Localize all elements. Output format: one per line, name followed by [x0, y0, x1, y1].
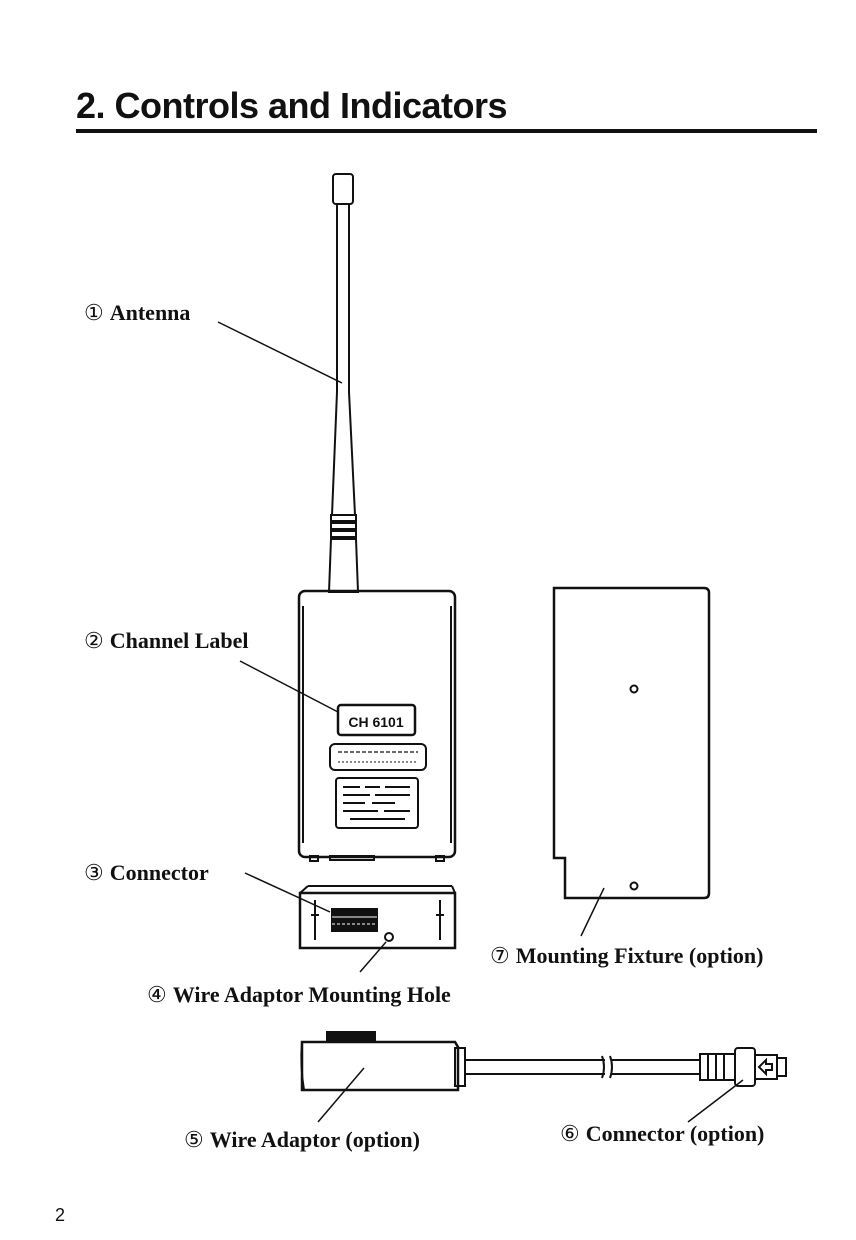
channel-text: CH 6101 [348, 714, 403, 730]
connector-drawing [300, 886, 455, 948]
page-number: 2 [55, 1205, 65, 1226]
wire-adaptor-drawing [301, 1032, 786, 1090]
antenna-drawing [329, 174, 358, 592]
mounting-fixture-drawing [554, 588, 709, 898]
